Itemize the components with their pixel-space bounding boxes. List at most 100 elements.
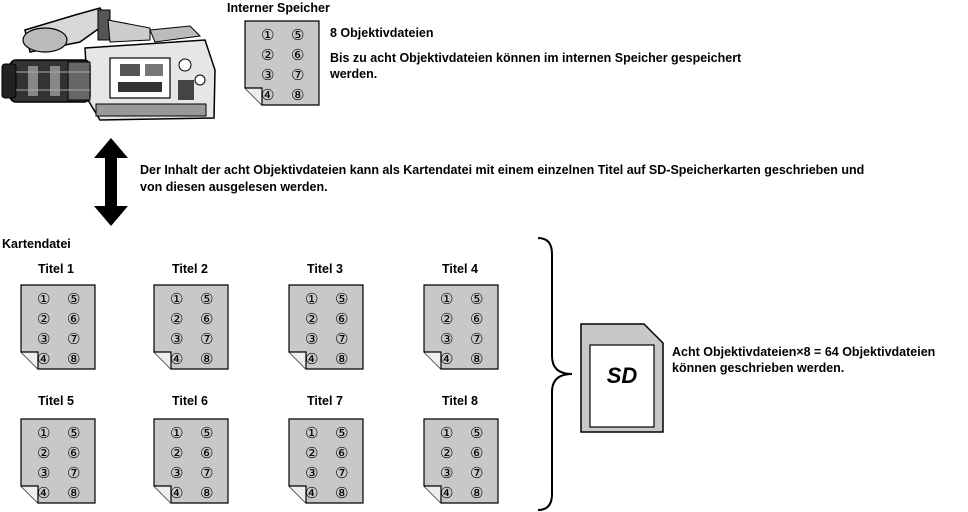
document-shape	[153, 418, 229, 504]
sd-logo: SD	[607, 363, 638, 388]
lens-file-number: ⑧	[470, 484, 484, 502]
lens-file-number: ①	[440, 290, 454, 308]
lens-file-number: ⑧	[67, 350, 81, 368]
lens-file-number: ⑥	[470, 444, 484, 462]
title-8-label: Titel 8	[442, 394, 478, 408]
title-1-label: Titel 1	[38, 262, 74, 276]
lens-file-number: ⑤	[67, 424, 81, 442]
internal-description-line-2: werden.	[330, 67, 378, 81]
lens-file-number: ⑤	[470, 290, 484, 308]
lens-file-number: ⑥	[67, 310, 81, 328]
lens-file-number: ③	[305, 330, 319, 348]
lens-file-number: ①	[305, 290, 319, 308]
lens-file-number: ⑥	[67, 444, 81, 462]
lens-file-number: ④	[440, 484, 454, 502]
title-4-label: Titel 4	[442, 262, 478, 276]
title-2-label: Titel 2	[172, 262, 208, 276]
lens-file-number: ⑤	[200, 424, 214, 442]
lens-file-number: ④	[170, 484, 184, 502]
result-text-line-1: Acht Objektivdateien×8 = 64 Objektivdate…	[672, 345, 936, 359]
lens-file-number: ③	[37, 330, 51, 348]
lens-file-number: ①	[170, 290, 184, 308]
camcorder-image	[1, 7, 216, 121]
lens-file-number: ②	[37, 310, 51, 328]
card-file-label: Kartendatei	[2, 237, 71, 251]
lens-file-number: ④	[170, 350, 184, 368]
lens-file-number: ⑤	[335, 290, 349, 308]
document-shape	[423, 284, 499, 370]
lens-file-number: ⑥	[470, 310, 484, 328]
lens-file-number: ⑦	[200, 330, 214, 348]
lens-file-number: ②	[37, 444, 51, 462]
lens-file-number: ①	[305, 424, 319, 442]
lens-file-number: ⑦	[335, 464, 349, 482]
lens-file-number: ⑦	[335, 330, 349, 348]
lens-file-number: ④	[261, 86, 275, 104]
lens-file-number: ④	[440, 350, 454, 368]
title-3-label: Titel 3	[307, 262, 343, 276]
right-brace	[537, 237, 573, 511]
lens-file-number: ③	[440, 464, 454, 482]
lens-file-number: ⑥	[291, 46, 305, 64]
lens-file-number: ③	[261, 66, 275, 84]
lens-file-number: ⑥	[335, 310, 349, 328]
lens-file-number: ⑦	[470, 330, 484, 348]
lens-file-number: ⑧	[291, 86, 305, 104]
lens-file-number: ④	[305, 350, 319, 368]
lens-file-number: ⑦	[67, 464, 81, 482]
lens-file-number: ⑧	[67, 484, 81, 502]
lens-file-number: ①	[37, 424, 51, 442]
lens-file-number: ③	[170, 464, 184, 482]
lens-file-number: ⑥	[200, 310, 214, 328]
lens-file-number: ⑧	[470, 350, 484, 368]
lens-file-number: ⑦	[291, 66, 305, 84]
lens-file-number: ⑥	[335, 444, 349, 462]
lens-file-number: ⑧	[335, 350, 349, 368]
lens-file-number: ⑧	[335, 484, 349, 502]
lens-file-number: ⑤	[291, 26, 305, 44]
document-shape	[288, 284, 364, 370]
document-shape	[20, 284, 96, 370]
internal-description-line-1: Bis zu acht Objektivdateien können im in…	[330, 51, 742, 65]
lens-file-number: ①	[170, 424, 184, 442]
lens-file-number: ③	[37, 464, 51, 482]
lens-file-number: ⑤	[470, 424, 484, 442]
title-6-label: Titel 6	[172, 394, 208, 408]
result-text-line-2: können geschrieben werden.	[672, 361, 845, 375]
sd-card-icon: SD	[580, 323, 664, 433]
double-arrow-icon	[94, 138, 128, 226]
lens-file-number: ⑤	[335, 424, 349, 442]
lens-file-number: ③	[305, 464, 319, 482]
lens-file-number: ⑦	[470, 464, 484, 482]
lens-file-number: ②	[305, 310, 319, 328]
lens-file-number: ②	[305, 444, 319, 462]
lens-file-number: ①	[440, 424, 454, 442]
lens-file-number: ⑤	[200, 290, 214, 308]
internal-files-label: 8 Objektivdateien	[330, 26, 434, 40]
lens-file-number: ⑦	[200, 464, 214, 482]
transfer-text-line-1: Der Inhalt der acht Objektivdateien kann…	[140, 163, 865, 177]
lens-file-number: ③	[440, 330, 454, 348]
lens-file-number: ②	[170, 310, 184, 328]
lens-file-number: ④	[305, 484, 319, 502]
lens-file-number: ⑤	[67, 290, 81, 308]
lens-file-number: ②	[261, 46, 275, 64]
document-shape	[153, 284, 229, 370]
lens-file-number: ①	[261, 26, 275, 44]
lens-file-number: ⑦	[67, 330, 81, 348]
document-shape	[288, 418, 364, 504]
internal-memory-title: Interner Speicher	[227, 1, 330, 15]
document-shape	[423, 418, 499, 504]
lens-file-number: ③	[170, 330, 184, 348]
title-5-label: Titel 5	[38, 394, 74, 408]
lens-file-number: ②	[440, 310, 454, 328]
